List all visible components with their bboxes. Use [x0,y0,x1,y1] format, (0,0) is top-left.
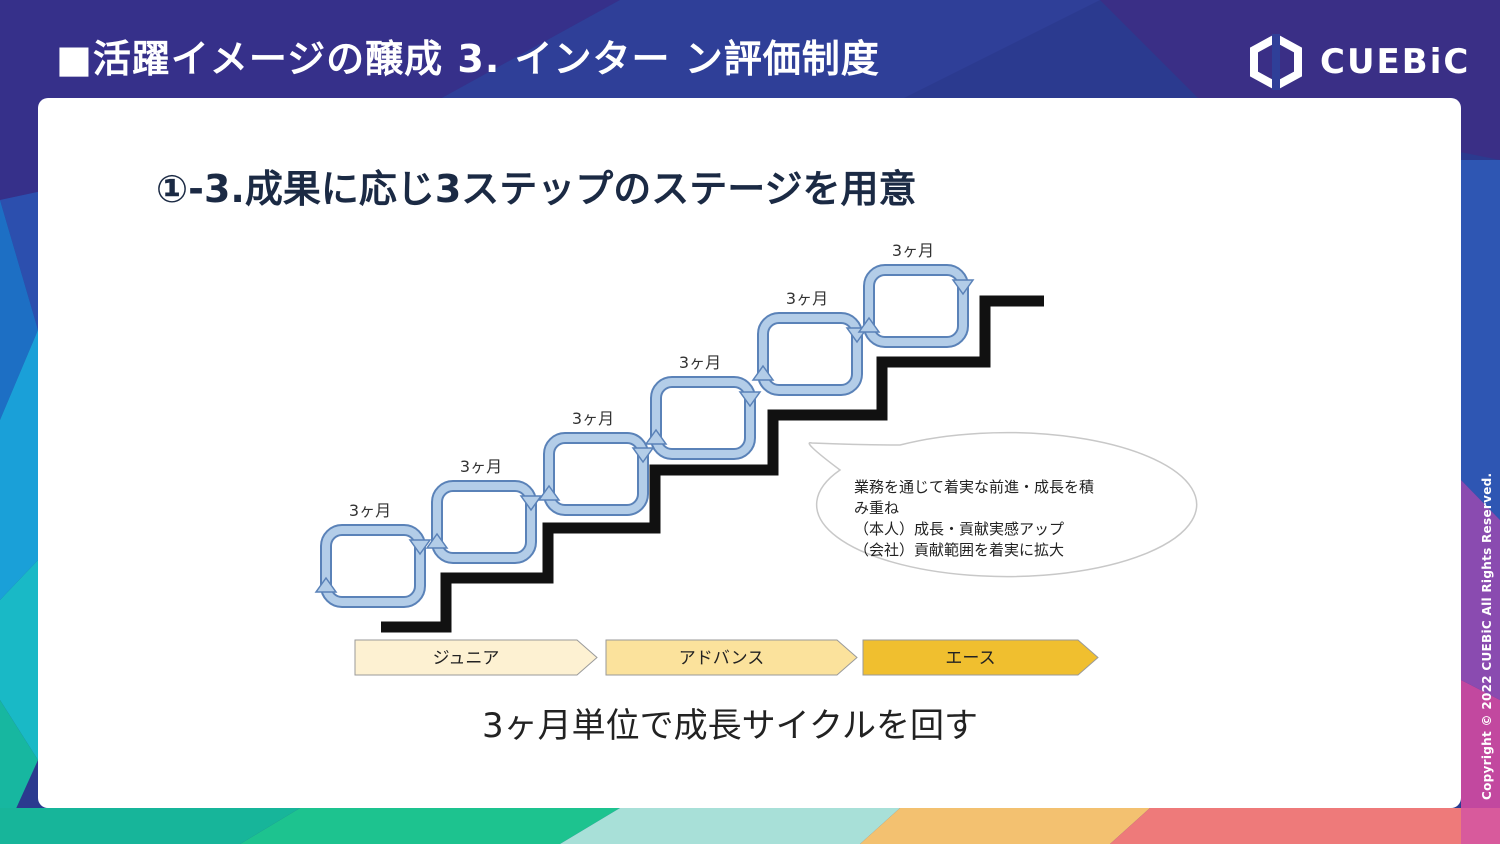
phase-arrow [605,639,858,676]
caption: 3ヶ月単位で成長サイクルを回す [482,706,978,746]
speech-bubble [808,431,1198,578]
copyright: Copyright © 2022 CUEBiC All Rights Reser… [1480,472,1494,800]
phase-arrow [862,639,1099,676]
cycle-arrow [751,312,869,396]
stairs-line [381,295,1044,633]
cycle-label: 3ヶ月 [572,409,614,428]
cycle-arrow [644,376,762,460]
phase-label: エース [945,649,995,669]
bubble-text-line: （会社）貢献範囲を着実に拡大 [854,541,1064,559]
logo-text: CUEBiC [1320,42,1471,82]
cycle-label: 3ヶ月 [786,289,828,308]
bubble-text-line: 業務を通じて着実な前進・成長を積 [854,478,1094,496]
cycle-arrow [314,524,432,608]
cycle-label: 3ヶ月 [892,241,934,260]
cycle-label: 3ヶ月 [460,457,502,476]
logo: CUEBiC [1246,34,1470,90]
phase-label: ジュニア [433,649,500,669]
cycle-label: 3ヶ月 [349,501,391,520]
bubble-text-line: （本人）成長・貢献実感アップ [854,520,1064,538]
cuebic-logo-icon [1250,34,1302,90]
cycle-label: 3ヶ月 [679,353,721,372]
page-title: ■活躍イメージの醸成 3. インター ン評価制度 [56,37,880,81]
phase-arrow [354,639,598,676]
cycle-arrow [537,432,655,516]
bubble-text-line: み重ね [854,499,899,517]
cycle-arrow [425,480,543,564]
cycle-arrow [857,264,975,348]
phase-label: アドバンス [679,649,765,669]
section-title: ①-3.成果に応じ3ステップのステージを用意 [156,167,917,211]
